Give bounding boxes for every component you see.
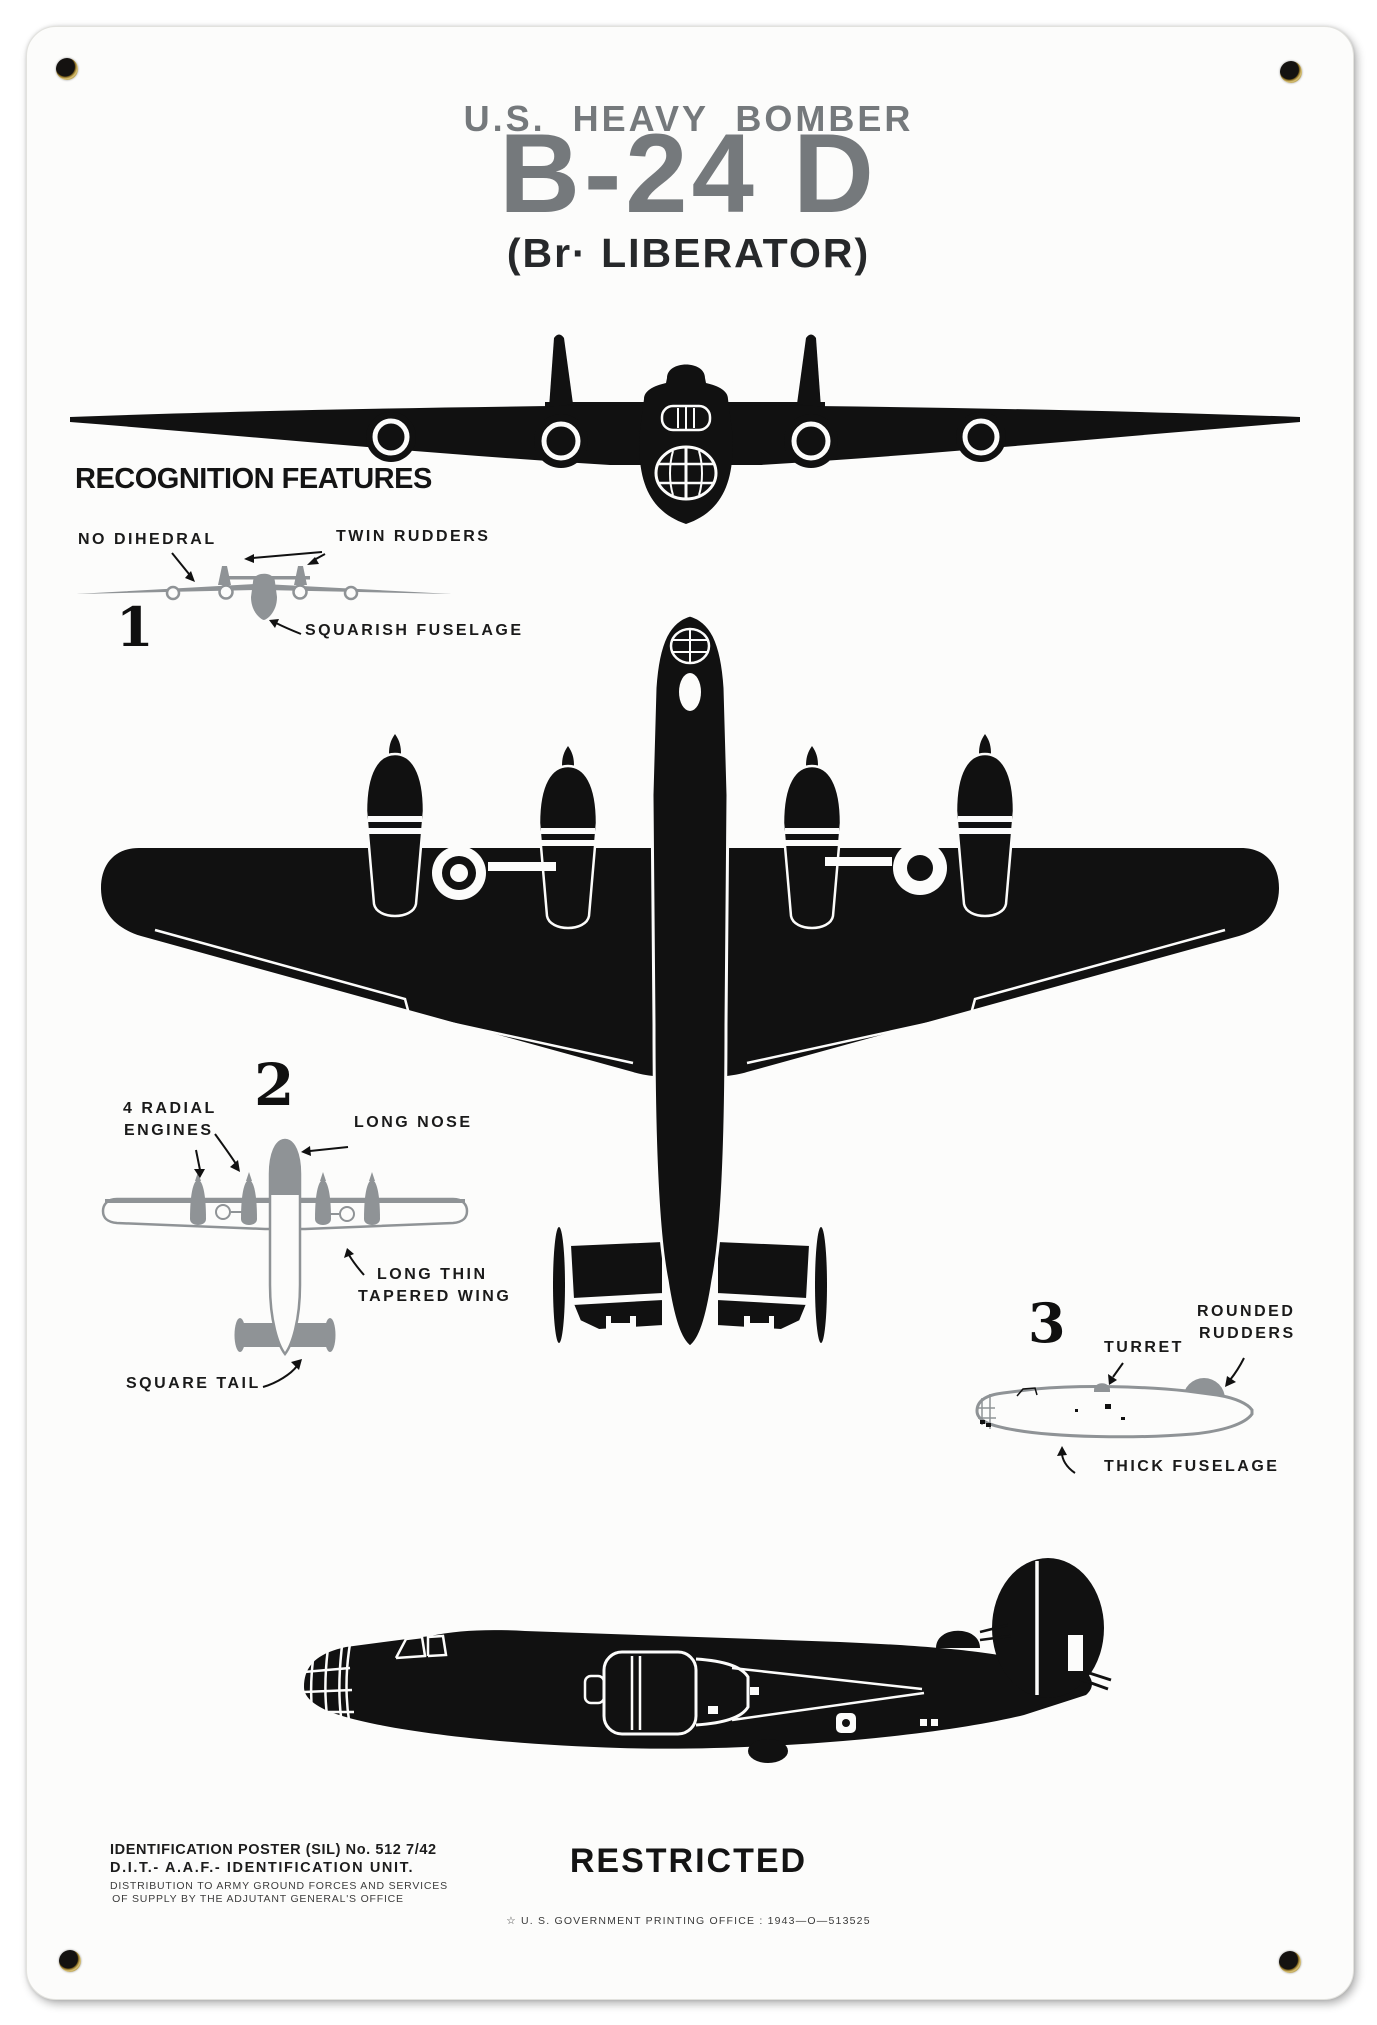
left-roundel (432, 846, 556, 900)
mini-roundels (215, 1204, 355, 1222)
label-squarish-fuselage: SQUARISH FUSELAGE (305, 622, 524, 639)
glazing-lines (654, 404, 718, 501)
mini-details (980, 1404, 1125, 1427)
right-roundel (825, 841, 947, 895)
grommet-hole-bottom-right (1279, 1951, 1301, 1973)
section-heading: RECOGNITION FEATURES (75, 463, 432, 495)
feature-1-diagram (76, 551, 452, 635)
label-rounded-rudders-line2: RUDDERS (1199, 1325, 1296, 1342)
feature-3-number: 3 (1028, 1291, 1066, 1355)
grommet-hole-top-right (1280, 61, 1302, 83)
page-title: B-24 D (499, 111, 878, 236)
mini-engines (165, 584, 359, 601)
mini-fuselage (975, 1385, 1254, 1439)
engine-rings (366, 412, 1006, 468)
label-turret: TURRET (1104, 1339, 1184, 1356)
mini-left-fin (218, 566, 231, 585)
belly-turret (748, 1739, 788, 1763)
cockpit-windows (394, 1634, 448, 1660)
label-tapered-wing-line2: TAPERED WING (358, 1288, 512, 1305)
feature-2-diagram (101, 1133, 469, 1388)
header-kicker: U.S. HEAVY BOMBER (463, 98, 914, 139)
feature-1-number: 1 (116, 595, 154, 659)
tail-fin (992, 1558, 1104, 1698)
mini-turret (1094, 1383, 1110, 1392)
nose-glazing (303, 1643, 356, 1744)
identification-block: IDENTIFICATION POSTER (SIL) No. 512 7/42… (110, 1842, 448, 1905)
fuselage (304, 1630, 1092, 1749)
label-no-dihedral: NO DIHEDRAL (78, 531, 217, 548)
printing-office-line: ☆ U. S. GOVERNMENT PRINTING OFFICE : 194… (506, 1915, 871, 1927)
front-view-aircraft (70, 334, 1300, 524)
annotation-arrows (195, 1133, 365, 1388)
arrowheads (1057, 1374, 1236, 1456)
label-long-nose: LONG NOSE (354, 1114, 473, 1131)
arrowheads (194, 1146, 354, 1370)
mini-right-fin (294, 566, 307, 585)
flap-line-right (746, 928, 1226, 1065)
distribution-line1: DISTRIBUTION TO ARMY GROUND FORCES AND S… (110, 1880, 448, 1892)
label-tapered-wing-line1: LONG THIN (377, 1266, 488, 1283)
side-view-silhouette (303, 1558, 1112, 1763)
grommet-hole-bottom-left (59, 1950, 81, 1972)
feature-2-number: 2 (254, 1051, 295, 1119)
label-radial-engines-line1: 4 RADIAL (123, 1100, 217, 1117)
mini-nose (270, 1140, 300, 1195)
nose-glazing (669, 627, 711, 665)
label-thick-fuselage: THICK FUSELAGE (1104, 1458, 1280, 1475)
label-radial-engines-line2: ENGINES (124, 1122, 214, 1139)
header-subtitle: (Br· LIBERATOR) (506, 230, 871, 276)
side-view-aircraft (303, 1558, 1112, 1763)
grommet-hole-top-left (56, 58, 78, 80)
distribution-line2: OF SUPPLY BY THE ADJUTANT GENERAL'S OFFI… (112, 1893, 404, 1905)
label-rounded-rudders-line1: ROUNDED (1197, 1303, 1296, 1320)
top-turret (936, 1630, 980, 1648)
label-square-tail: SQUARE TAIL (126, 1375, 261, 1392)
fuselage (650, 613, 730, 1349)
poster-number-line: IDENTIFICATION POSTER (SIL) No. 512 7/42 (110, 1842, 437, 1858)
tailplane (553, 1227, 827, 1343)
top-turret (679, 673, 701, 711)
flap-line-left (154, 928, 634, 1065)
left-fin (549, 334, 573, 408)
front-view-silhouette (70, 334, 1300, 524)
nacelle-outlines (583, 1650, 925, 1736)
identification-unit-line: D.I.T.- A.A.F.- IDENTIFICATION UNIT. (110, 1860, 415, 1876)
top-view-aircraft (101, 613, 1279, 1349)
classification-stamp: RESTRICTED (569, 1842, 808, 1880)
label-twin-rudders: TWIN RUDDERS (336, 528, 491, 545)
right-fin (797, 334, 821, 408)
arrowheads (185, 554, 319, 628)
feature-3-diagram (975, 1357, 1254, 1474)
top-view-silhouette (101, 613, 1279, 1349)
tail-turret-window (1068, 1635, 1083, 1671)
mini-fuselage (251, 573, 277, 620)
mini-nose-glazing (978, 1394, 996, 1429)
